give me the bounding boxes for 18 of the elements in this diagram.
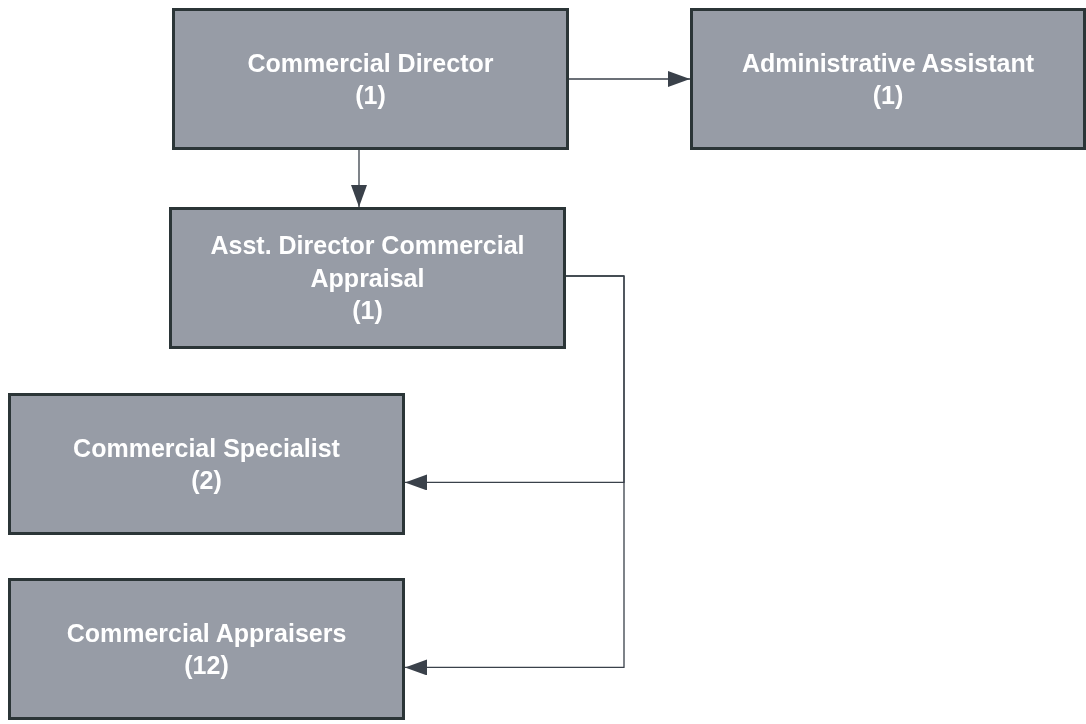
headcount: (1) xyxy=(355,80,386,111)
headcount: (1) xyxy=(872,80,904,111)
role-title: Commercial Director xyxy=(247,47,494,79)
connector-arrow xyxy=(568,71,691,87)
headcount: (12) xyxy=(184,650,229,681)
headcount: (2) xyxy=(191,465,222,496)
headcount: (1) xyxy=(352,295,383,327)
org-box xyxy=(8,393,405,535)
role-title: Administrative Assistant xyxy=(741,47,1035,79)
org-box xyxy=(169,207,566,349)
org-box xyxy=(172,8,569,150)
role-title: Asst. Director Commercial Appraisal xyxy=(209,230,526,294)
role-title: Commercial Appraisers xyxy=(66,617,347,649)
role-title: Commercial Specialist xyxy=(73,432,340,464)
connector-arrow xyxy=(351,149,367,208)
org-box xyxy=(690,8,1086,150)
org-box xyxy=(8,578,405,720)
connector-arrow xyxy=(404,275,625,676)
